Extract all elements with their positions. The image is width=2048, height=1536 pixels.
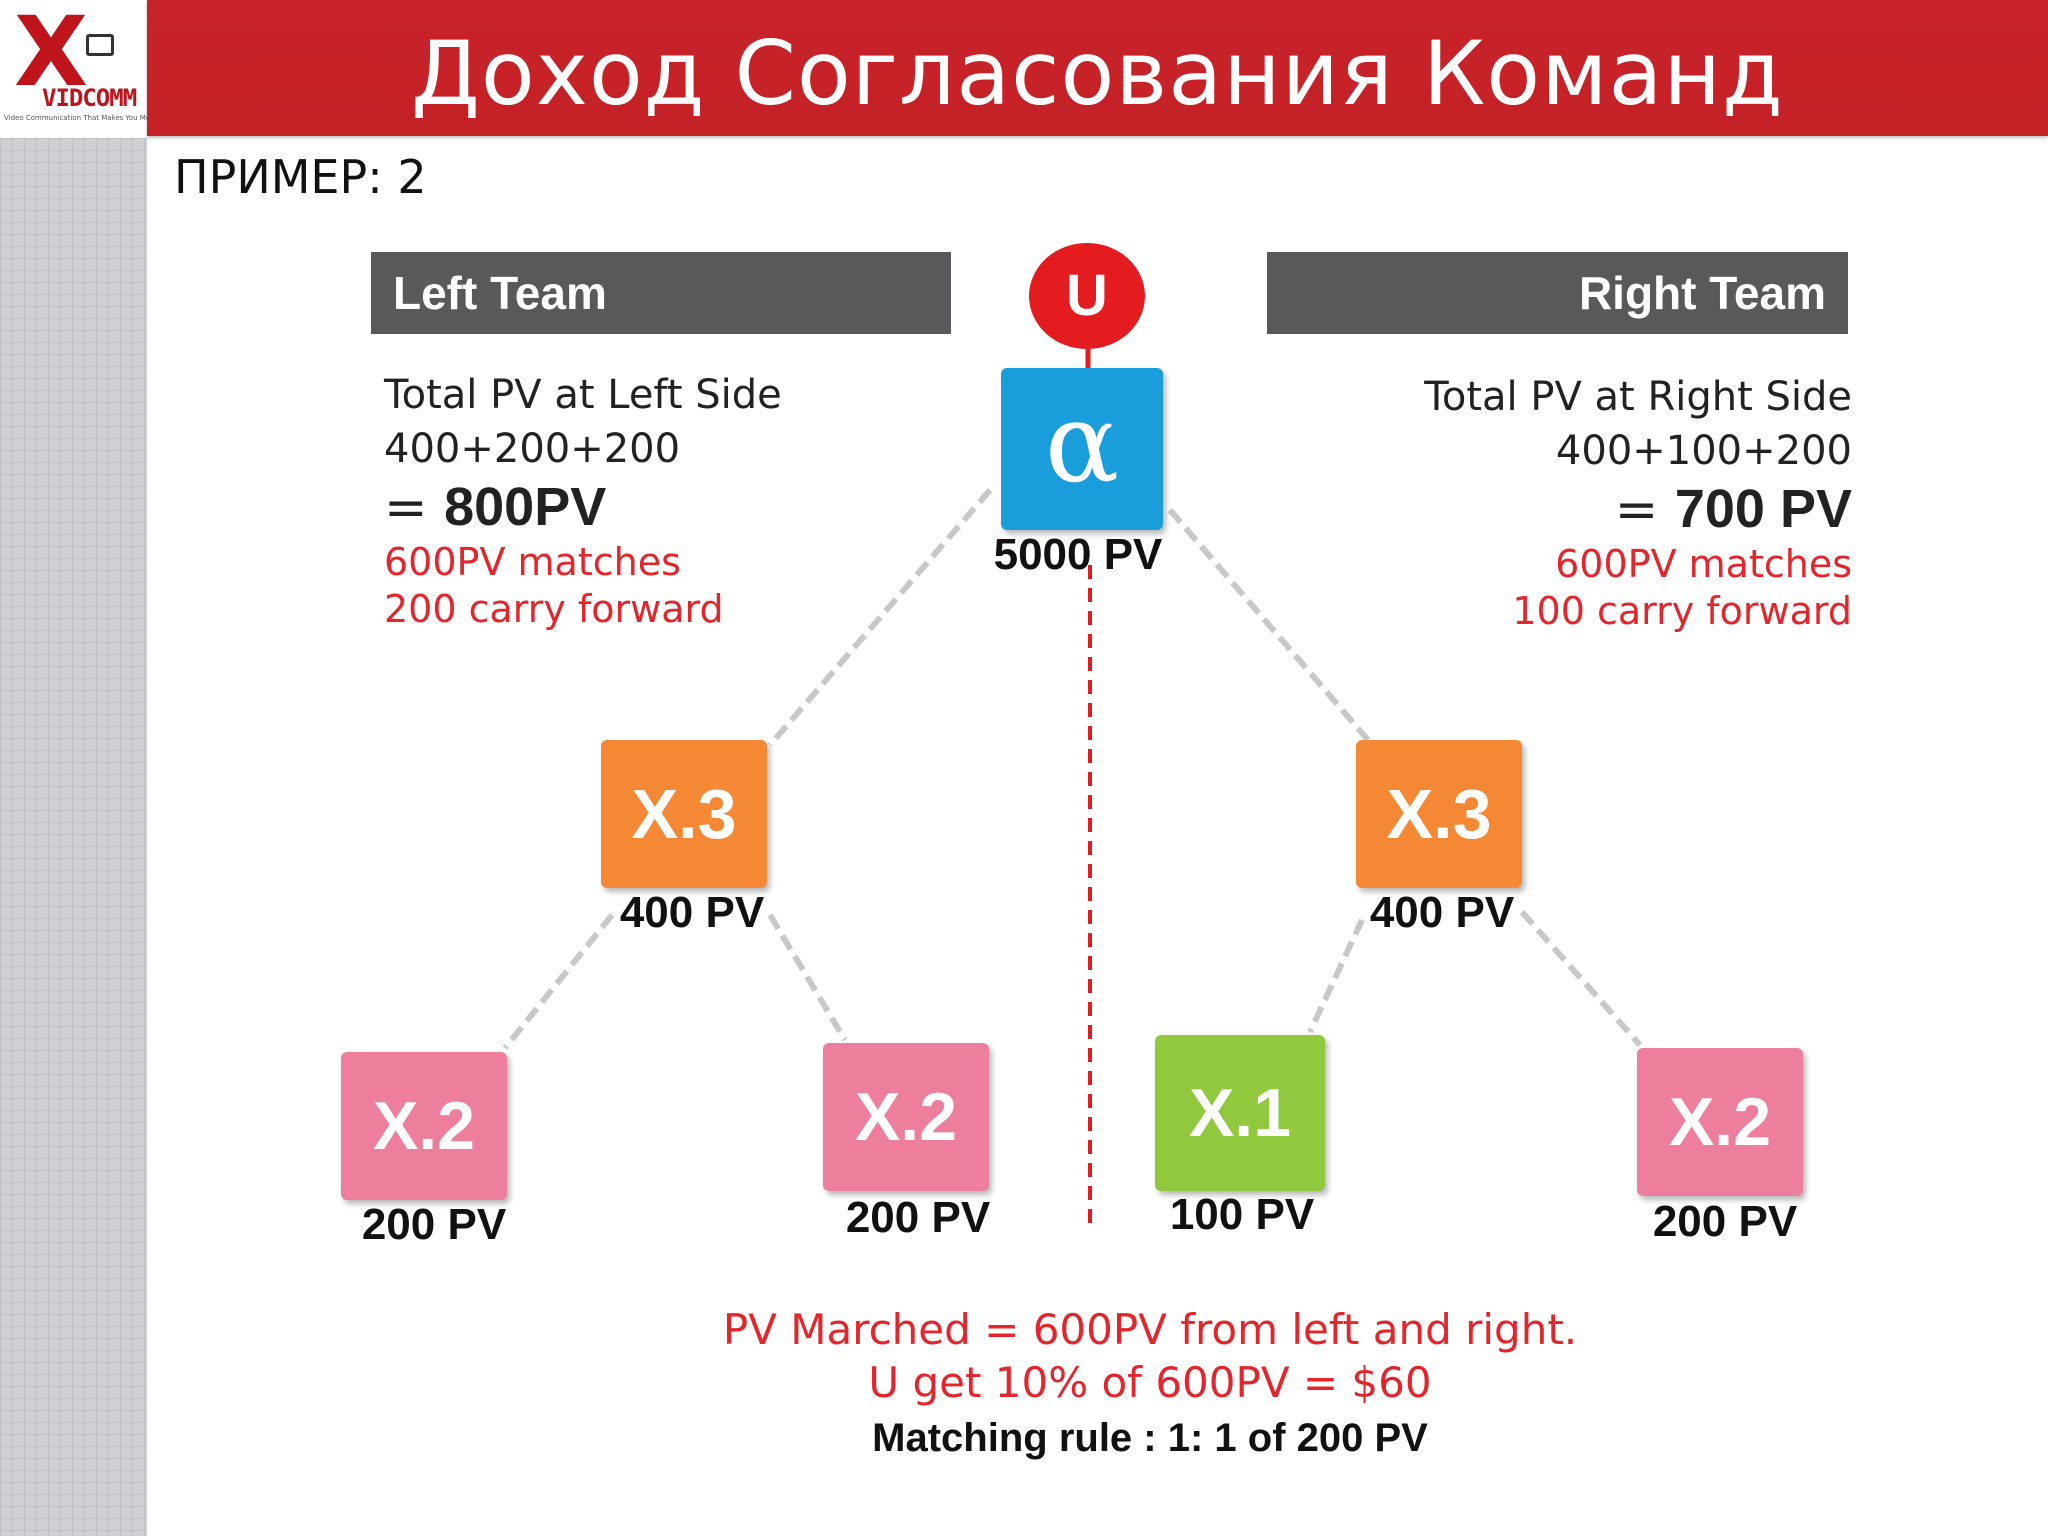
- right-team-header: Right Team: [1267, 252, 1848, 334]
- left-left-x2-pv: 200 PV: [361, 1200, 507, 1249]
- left-carry: 200 carry forward: [384, 587, 724, 631]
- right-rr-connector: [1519, 910, 1643, 1047]
- root-left-connector: [767, 488, 993, 747]
- left-x3-node: X.3: [601, 740, 767, 888]
- left-matches: 600PV matches: [384, 540, 681, 584]
- right-matches: 600PV matches: [1555, 542, 1852, 586]
- right-right-x2-pv: 200 PV: [1652, 1197, 1798, 1246]
- right-eq: =: [1614, 480, 1659, 540]
- right-carry: 100 carry forward: [1512, 589, 1852, 633]
- left-left-x2-node: X.2: [341, 1052, 507, 1200]
- root-right-connector: [1167, 508, 1371, 742]
- left-ll-connector: [502, 913, 615, 1050]
- right-left-x1-pv: 100 PV: [1169, 1190, 1315, 1239]
- alpha-root-node: α: [1001, 368, 1163, 530]
- left-x3-pv: 400 PV: [619, 888, 765, 937]
- left-lr-connector: [767, 913, 848, 1042]
- vidcomm-logo: X VIDCOMM Video Communication That Makes…: [0, 0, 163, 138]
- summary-rule: Matching rule : 1: 1 of 200 PV: [872, 1416, 1428, 1460]
- right-left-x1-node: X.1: [1155, 1035, 1325, 1191]
- title-banner: Доход Согласования Команд: [147, 0, 2048, 136]
- summary-earning: U get 10% of 600PV = $60: [868, 1358, 1432, 1407]
- right-total-value: 700 PV: [1674, 479, 1852, 539]
- logo-tagline: Video Communication That Makes You Money: [4, 114, 164, 122]
- left-sum: 400+200+200: [384, 426, 681, 472]
- left-team-summary: Total PV at Left Side 400+200+200 = 800P…: [384, 368, 782, 633]
- right-right-x2-node: X.2: [1637, 1048, 1803, 1196]
- summary-matched: PV Marched = 600PV from left and right.: [722, 1305, 1578, 1354]
- left-total-value: 800PV: [444, 477, 607, 537]
- right-total: = 700 PV: [1300, 478, 1852, 541]
- left-right-x2-node: X.2: [823, 1043, 989, 1191]
- right-sum: 400+100+200: [1555, 428, 1852, 474]
- sidebar-pattern: [0, 138, 147, 1536]
- example-label: ПРИМЕР: 2: [174, 150, 427, 204]
- slide-title: Доход Согласования Команд: [411, 22, 1784, 125]
- logo-x-mark: X: [14, 0, 89, 108]
- right-total-label: Total PV at Right Side: [1424, 374, 1852, 420]
- user-u-badge: U: [1029, 243, 1145, 349]
- logo-text: VIDCOMM: [42, 84, 137, 112]
- right-rl-connector: [1307, 918, 1365, 1034]
- root-pv-label: 5000 PV: [993, 530, 1163, 579]
- right-x3-node: X.3: [1356, 740, 1522, 888]
- left-total-label: Total PV at Left Side: [384, 372, 782, 418]
- play-icon: [86, 34, 114, 56]
- left-total: = 800PV: [384, 476, 782, 539]
- left-eq: =: [384, 478, 428, 538]
- right-team-summary: Total PV at Right Side 400+100+200 = 700…: [1300, 370, 1852, 635]
- left-right-x2-pv: 200 PV: [845, 1193, 991, 1242]
- left-team-header: Left Team: [371, 252, 951, 334]
- right-x3-pv: 400 PV: [1369, 888, 1515, 937]
